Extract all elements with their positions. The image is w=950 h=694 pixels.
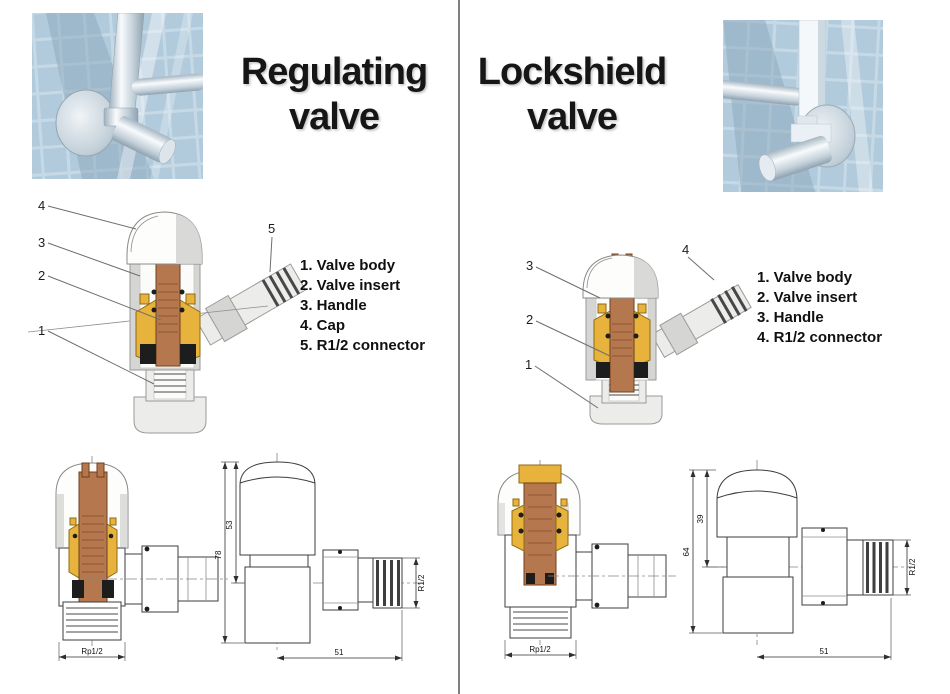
towel-rail — [131, 73, 203, 96]
seals-section — [518, 512, 562, 584]
dim-cap-height: 53 — [225, 520, 234, 529]
valve-head — [758, 135, 832, 182]
wall-highlight — [841, 20, 873, 192]
legend-item: 3. Handle — [757, 309, 824, 326]
dim-64: 64 — [682, 469, 722, 634]
regulating-valve-title: Regulating valve — [240, 51, 428, 138]
dim-51: 51 — [757, 598, 892, 660]
dim-length: 51 — [820, 647, 829, 656]
callout-1: 1 — [525, 357, 532, 372]
outlet-connector-outline — [322, 549, 403, 611]
callout-4: 4 — [682, 242, 689, 257]
cap-outline — [239, 461, 316, 556]
inlet-thread-section — [62, 601, 122, 641]
seals-section — [72, 533, 114, 598]
dim-inlet-thread: Rp1/2 — [81, 647, 103, 656]
copper-spindle-section — [523, 482, 557, 586]
dim-inlet-thread: Rp1/2 — [529, 645, 551, 654]
handle-cap — [582, 254, 659, 299]
callout-5: 5 — [268, 221, 275, 236]
seals — [596, 313, 648, 378]
dim-overall-height: 64 — [682, 547, 691, 556]
callout-3: 3 — [526, 258, 533, 273]
dim-cap-height: 39 — [696, 514, 705, 523]
collar-outline — [726, 536, 790, 578]
outlet-pipe — [650, 284, 752, 358]
lockshield-side-view: 64 39 51 R1/2 — [682, 460, 917, 660]
legend-item: 5. R1/2 connector — [300, 337, 426, 354]
cap-outline — [716, 469, 798, 538]
legend-item: 2. Valve insert — [757, 289, 858, 306]
callout-1: 1 — [38, 323, 45, 338]
copper-spindle-section — [78, 462, 108, 614]
callout-2: 2 — [38, 268, 45, 283]
lockshield-valve-photo — [723, 20, 883, 192]
regulating-side-view: 78 53 51 R1/2 — [215, 453, 427, 661]
callout-3: 3 — [38, 235, 45, 250]
inlet-thread-section — [509, 606, 572, 639]
regulating-valve-photo — [32, 13, 203, 179]
riser-pipe-shade — [818, 20, 825, 124]
legend-item: 1. Valve body — [757, 269, 853, 286]
dim-r12: R1/2 — [893, 539, 917, 596]
seals — [140, 289, 196, 364]
lockshield-section-view: Rp1/2 — [497, 460, 676, 659]
valve-head — [111, 116, 176, 164]
divider-line — [458, 0, 460, 694]
regulating-valve-photo-art — [32, 13, 203, 179]
outlet-pipe — [28, 263, 307, 346]
dim-overall-height: 78 — [215, 550, 223, 559]
dim-39: 39 — [696, 470, 727, 568]
towel-rail — [723, 80, 805, 106]
inlet-flare — [133, 396, 207, 434]
regulating-cutaway-drawing: 4 3 2 1 5 — [28, 198, 307, 434]
outlet-section — [86, 545, 228, 613]
outlet-connector-outline — [801, 527, 894, 606]
dim-length: 51 — [335, 648, 344, 657]
legend-item: 4. R1/2 connector — [757, 329, 883, 346]
lockshield-valve-title: Lockshield valve — [477, 51, 668, 138]
dim-outlet-thread: R1/2 — [417, 574, 426, 591]
lockshield-cutaway-drawing: 3 2 1 4 — [525, 242, 752, 425]
dim-outlet-thread: R1/2 — [908, 558, 917, 575]
regulating-legend: 1. Valve body 2. Valve insert 3. Handle … — [300, 256, 425, 356]
legend-item: 2. Valve insert — [300, 277, 401, 294]
dim-51: 51 — [277, 610, 403, 661]
inlet-dimension: Rp1/2 — [58, 642, 126, 661]
dim-r12: R1/2 — [402, 557, 426, 609]
legend-item: 3. Handle — [300, 297, 367, 314]
lockshield-legend: 1. Valve body 2. Valve insert 3. Handle … — [757, 268, 882, 348]
spindle-top-gold — [518, 464, 562, 484]
base-outline — [722, 576, 794, 634]
callout-2: 2 — [526, 312, 533, 327]
dim-53: 53 — [225, 462, 245, 584]
handle-cap — [126, 211, 203, 265]
legend-item: 1. Valve body — [300, 257, 396, 274]
outlet-section — [548, 543, 676, 609]
union-nut — [204, 294, 248, 343]
callouts: 3 2 1 4 — [525, 242, 715, 409]
inlet-dimension: Rp1/2 — [504, 640, 577, 659]
base-outline — [244, 566, 311, 644]
valve-insert-gold — [593, 303, 651, 369]
lockshield-valve-photo-art — [723, 20, 883, 192]
callouts: 4 3 2 1 5 — [38, 198, 275, 385]
regulating-section-view: Rp1/2 — [55, 456, 228, 661]
callout-4: 4 — [38, 198, 45, 213]
union-nut — [659, 312, 699, 356]
collar-outline — [249, 554, 309, 568]
legend-item: 4. Cap — [300, 317, 346, 334]
